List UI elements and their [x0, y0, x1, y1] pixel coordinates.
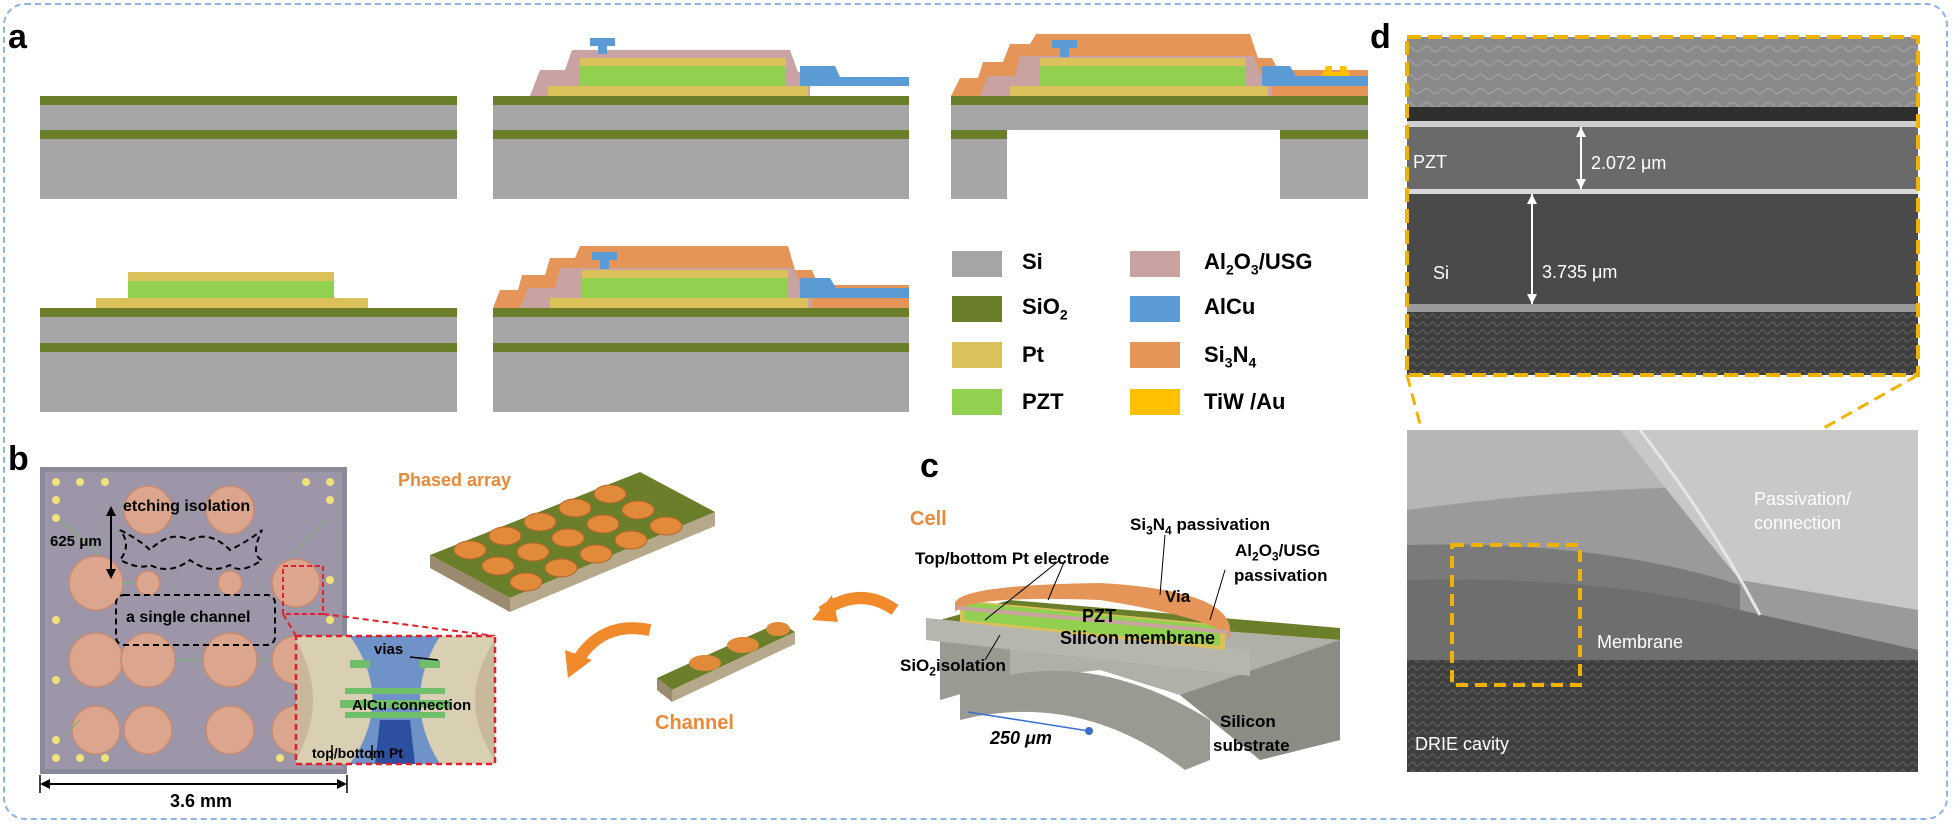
label-alcu-connection: AlCu connection	[352, 697, 472, 714]
label-top-bottom-pt: top/bottom Pt	[312, 745, 403, 761]
process-step-5	[951, 34, 1368, 199]
label-al2o3-usg: Al2O3/USG	[1235, 541, 1321, 564]
legend-label-si: Si	[1022, 249, 1043, 274]
process-step-4	[493, 246, 909, 412]
label-channel: Channel	[655, 712, 734, 734]
label-silicon-membrane: Silicon membrane	[1060, 628, 1216, 648]
label-via: Via	[1165, 587, 1191, 606]
label-sio2-isolation: SiO2isolation	[900, 656, 1006, 679]
sem-label-pzt-thickness: 2.072 μm	[1591, 153, 1667, 173]
label-chip-width: 3.6 mm	[170, 791, 233, 811]
legend-label-si3n4: Si3N4	[1204, 342, 1257, 371]
label-pzt-layer: PZT	[1082, 606, 1116, 626]
label-si3n4-passivation: Si3N4 passivation	[1130, 515, 1270, 538]
legend-swatch-alcu	[1130, 296, 1180, 322]
label-radius: 250 μm	[990, 728, 1052, 748]
panel-label-b: b	[8, 440, 29, 478]
sem-label-connection: connection	[1754, 513, 1842, 533]
process-step-2	[40, 272, 457, 412]
sem-label-si: Si	[1433, 263, 1450, 283]
panel-label-d: d	[1370, 18, 1391, 56]
label-phased-array: Phased array	[398, 470, 512, 490]
legend-swatch-pzt	[952, 389, 1002, 415]
legend-swatch-si3n4	[1130, 342, 1180, 368]
legend-swatch-tiwau	[1130, 389, 1180, 415]
legend-label-alcu: AlCu	[1204, 294, 1256, 319]
legend-label-pzt: PZT	[1022, 389, 1064, 414]
label-cell: Cell	[910, 508, 947, 530]
process-step-3	[493, 38, 909, 199]
sem-label-pzt: PZT	[1413, 152, 1447, 172]
legend-label-al2o3: Al2O3/USG	[1204, 249, 1313, 278]
panel-label-c: c	[920, 447, 939, 485]
process-step-1	[40, 96, 457, 199]
label-passivation: passivation	[1234, 566, 1328, 585]
label-substrate: substrate	[1213, 736, 1290, 755]
legend-swatch-pt	[952, 342, 1002, 368]
legend-label-pt: Pt	[1022, 342, 1044, 367]
label-etching-isolation: etching isolation	[123, 498, 251, 515]
label-top-bottom-pt-electrode: Top/bottom Pt electrode	[915, 549, 1110, 568]
figure-frame	[3, 3, 1948, 820]
legend-swatch-sio2	[952, 296, 1002, 322]
label-single-channel: a single channel	[126, 609, 251, 626]
label-pitch: 625 μm	[50, 533, 102, 550]
legend-swatch-al2o3	[1130, 251, 1180, 277]
sem-label-si-thickness: 3.735 μm	[1542, 262, 1618, 282]
label-silicon: Silicon	[1220, 712, 1276, 731]
sem-label-passivation: Passivation/	[1754, 489, 1852, 509]
label-vias: vias	[374, 641, 404, 658]
sem-label-membrane: Membrane	[1597, 632, 1684, 652]
panel-label-a: a	[8, 18, 27, 56]
legend-label-sio2: SiO2	[1022, 294, 1068, 323]
sem-label-drie-cavity: DRIE cavity	[1415, 734, 1510, 754]
legend-swatch-si	[952, 251, 1002, 277]
legend-label-tiwau: TiW /Au	[1204, 389, 1286, 414]
